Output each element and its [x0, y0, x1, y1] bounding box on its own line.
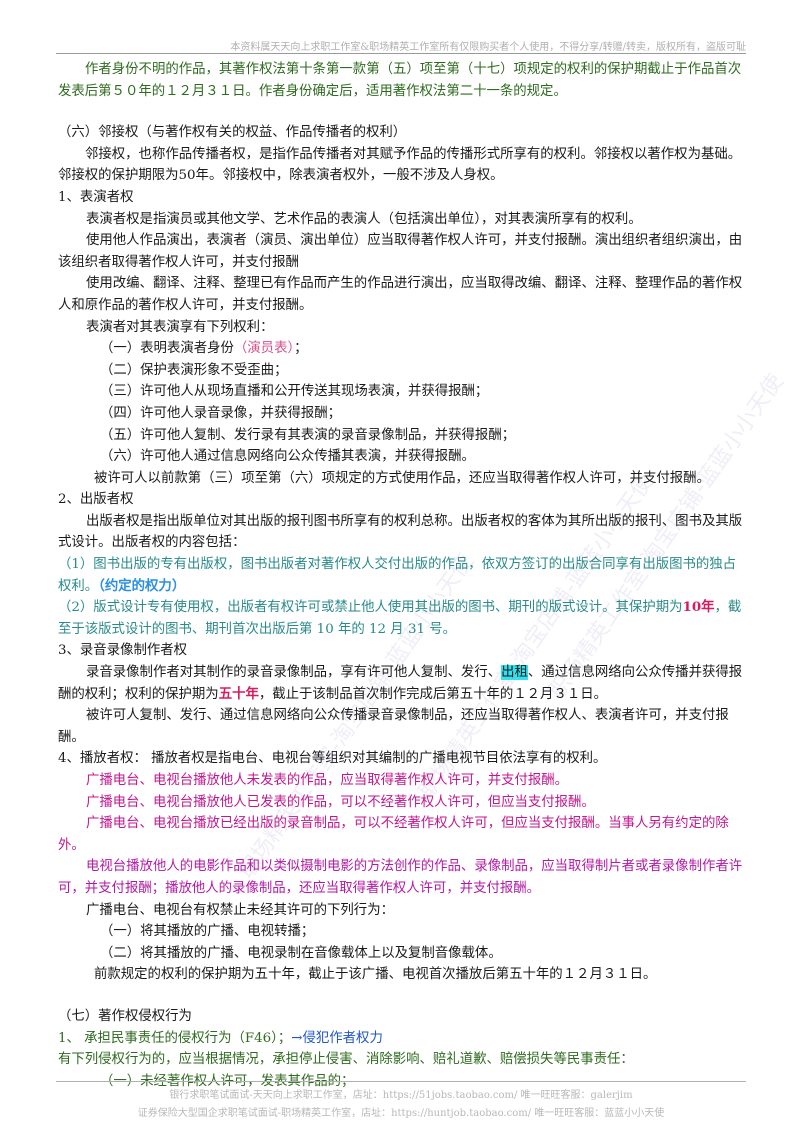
recording-rental-highlight: 出租 [501, 665, 528, 681]
recording-text-1: 录音录像制作者对其制作的录音录像制品，享有许可他人复制、发行、 [86, 665, 502, 681]
civil-liability-text: 1、 承担民事责任的侵权行为（F46）； [58, 1030, 292, 1046]
section-recording-rights: 3、录音录像制作者权 [58, 643, 188, 659]
para-infringement-list: 有下列侵权行为的，应当根据情况，承担停止侵害、消除影响、赔礼道歉、赔偿损失等民事… [58, 1052, 634, 1068]
list-item-1-note: （演员表） [233, 341, 295, 357]
recording-term: 五十年 [218, 685, 259, 702]
layout-design-term: 10年 [682, 599, 715, 616]
layout-design-text-1: （2）版式设计专有使用权，出版者有权许可或禁止他人使用其出版的图书、期刊的版式设… [58, 600, 683, 616]
para-broadcast-recordings: 广播电台、电视台播放已经出版的录音制品，可以不经著作权人许可，但应当支付报酬。当… [58, 816, 729, 853]
heading-infringement: （七）著作权侵权行为 [58, 1008, 192, 1024]
recording-text-2: 、通过信息网络向公众传播并获得报酬的权利；权利的保护期为 [58, 665, 743, 702]
list-item-1-end: ； [294, 341, 308, 357]
para-broadcast-term: 前款规定的权利的保护期为五十年，截止于该广播、电视首次播放后第五十年的１２月３１… [94, 967, 657, 983]
para-recording-def: 录音录像制作者对其制作的录音录像制品，享有许可他人复制、发行、出租、通过信息网络… [58, 662, 744, 705]
footer-divider [56, 1081, 746, 1082]
section-broadcaster-rights: 4、播放者权： 播放者权是指电台、电视台等组织对其编制的广播电视节目依法享有的权… [58, 751, 607, 767]
header-divider [56, 53, 746, 54]
para-recording-licensee: 被许可人复制、发行、通过信息网络向公众传播录音录像制品，还应当取得著作权人、表演… [58, 708, 729, 745]
list-item-3: （三）许可他人从现场直播和公开传送其现场表演，并获得报酬； [100, 384, 489, 400]
para-performer-list-intro: 表演者对其表演享有下列权利： [86, 319, 274, 335]
para-neighboring-rights: 邻接权，也称作品传播者权，是指作品传播者对其赋予作品的传播形式所享有的权利。邻接… [58, 146, 742, 184]
section-performer-rights: 1、表演者权 [58, 189, 134, 205]
list-item-6: （六）许可他人通过信息网络向公众传播其表演，并获得报酬。 [100, 449, 475, 465]
para-exclusive-publishing: （1）图书出版的专有出版权，图书出版者对著作权人交付出版的作品，依双方签订的出版… [58, 554, 744, 597]
para-performer-def: 表演者权是指演员或其他文学、艺术作品的表演人（包括演出单位），对其表演所享有的权… [86, 211, 642, 227]
para-tv-films: 电视台播放他人的电影作品和以类似摄制电影的方法创作的作品、录像制品，应当取得制片… [58, 859, 743, 896]
list-item-5: （五）许可他人复制、发行录有其表演的录音录像制品，并获得报酬； [100, 427, 516, 443]
section-publisher-rights: 2、出版者权 [58, 492, 134, 508]
para-performer-adapt: 使用改编、翻译、注释、整理已有作品而产生的作品进行演出，应当取得改编、翻译、注释… [58, 276, 743, 313]
para-anonymous-works: 作者身份不明的作品，其著作权法第十条第一款第（五）项至第（十七）项规定的权利的保… [58, 62, 742, 99]
para-layout-design: （2）版式设计专有使用权，出版者有权许可或禁止他人使用其出版的图书、期刊的版式设… [58, 597, 744, 640]
list-item-4: （四）许可他人录音录像，并获得报酬； [100, 405, 342, 421]
para-publisher-def: 出版者权是指出版单位对其出版的报刊图书所享有的权利总称。出版者权的客体为其所出版… [58, 513, 743, 551]
layout-design-text-2: ，截至于该版式设计的图书、期刊首次出版后第 10 年的 12 月 31 号。 [58, 600, 742, 637]
list-item-1-text: （一）表明表演者身份 [100, 341, 234, 357]
broadcast-item-2: （二）将其播放的广播、电视录制在音像载体上以及复制音像载体。 [100, 945, 502, 961]
list-item-2: （二）保护表演形象不受歪曲； [100, 362, 288, 378]
heading-neighboring-rights: （六）邻接权（与著作权有关的权益、作品传播者的权利） [58, 125, 407, 141]
recording-text-3: ，截止于该制品首次制作完成后第五十年的１２月３１日。 [258, 686, 608, 702]
item-civil-liability: 1、 承担民事责任的侵权行为（F46）；→侵犯作者权力 [58, 1028, 744, 1050]
para-broadcast-published: 广播电台、电视台播放他人已发表的作品，可以不经著作权人许可，但应当支付报酬。 [86, 794, 595, 810]
para-broadcast-unpublished: 广播电台、电视台播放他人未发表的作品，应当取得著作权人许可，并支付报酬。 [86, 773, 569, 788]
civil-liability-note: →侵犯作者权力 [291, 1030, 383, 1046]
footer-line-1: 银行求职笔试面试-天天向上求职工作室，店址：https://51jobs.tao… [169, 1090, 633, 1101]
list-item-1: （一）表明表演者身份（演员表）； [58, 338, 744, 360]
footer-line-2: 证券保险大型国企求职笔试面试-职场精英工作室，店址：https://huntjo… [137, 1108, 665, 1119]
exclusive-publishing-text: （1）图书出版的专有出版权，图书出版者对著作权人交付出版的作品，依双方签订的出版… [58, 557, 737, 594]
para-broadcast-prohibit: 广播电台、电视台有权禁止未经其许可的下列行为： [86, 902, 394, 918]
broadcast-item-1: （一）将其播放的广播、电视转播； [100, 924, 315, 940]
document-body: 作者身份不明的作品，其著作权法第十条第一款第（五）项至第（十七）项规定的权利的保… [58, 59, 744, 1092]
para-licensee: 被许可人以前款第（三）项至第（六）项规定的方式使用作品，还应当取得著作权人许可，… [94, 470, 710, 486]
exclusive-publishing-note: （约定的权力） [98, 577, 186, 594]
header-notice: 本资料属天天向上求职工作室&职场精英工作室所有仅限购买者个人使用，不得分享/转赠… [230, 42, 746, 53]
para-performer-use: 使用他人作品演出，表演者（演员、演出单位）应当取得著作权人许可，并支付报酬。演出… [58, 233, 743, 270]
